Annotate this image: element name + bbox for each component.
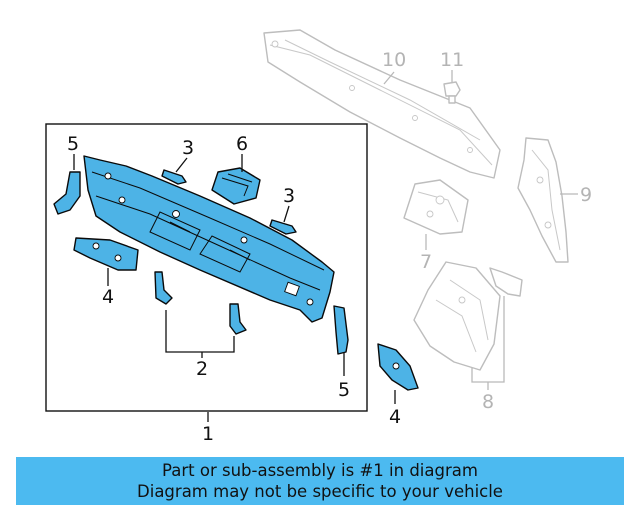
banner-line-2: Diagram may not be specific to your vehi… [137,482,503,501]
part-7-bracket [403,179,469,235]
part-3-clip-upper [161,169,187,185]
part-2-bracket-right [229,303,247,335]
leader-lines-context [383,70,578,390]
part-6-bracket [211,167,261,205]
callout-11: 11 [440,49,464,71]
assembly-frame [45,123,368,412]
callout-9: 9 [580,184,592,206]
callout-10: 10 [382,49,406,71]
callout-7: 7 [420,251,432,273]
info-banner: Part or sub-assembly is #1 in diagram Di… [16,457,624,505]
leader-lines [73,154,396,422]
callout-3-right: 3 [283,185,295,207]
banner-line-1: Part or sub-assembly is #1 in diagram [162,461,478,480]
part-9-side-panel [517,137,569,263]
callout-5-right: 5 [338,379,350,401]
callout-5-left: 5 [67,133,79,155]
part-10-upper-crossmember [263,29,501,179]
part-4-reinforcement-left [73,237,139,271]
callout-6: 6 [236,133,248,155]
callout-4-left: 4 [102,286,114,308]
callout-2: 2 [196,358,208,380]
callout-1: 1 [202,423,214,445]
part-2-bracket-left [154,271,173,305]
part-8-quarter-extension [413,261,523,371]
part-11-bolt [443,81,461,104]
callout-8: 8 [482,391,494,413]
part-5-bracket-left [53,171,81,215]
part-1-rear-panel [83,155,335,323]
part-4-reinforcement-right [377,343,419,391]
part-3-clip-right [269,219,297,235]
callout-3-upper: 3 [182,137,194,159]
part-5-bracket-right [333,305,349,355]
callout-4-right: 4 [389,406,401,428]
